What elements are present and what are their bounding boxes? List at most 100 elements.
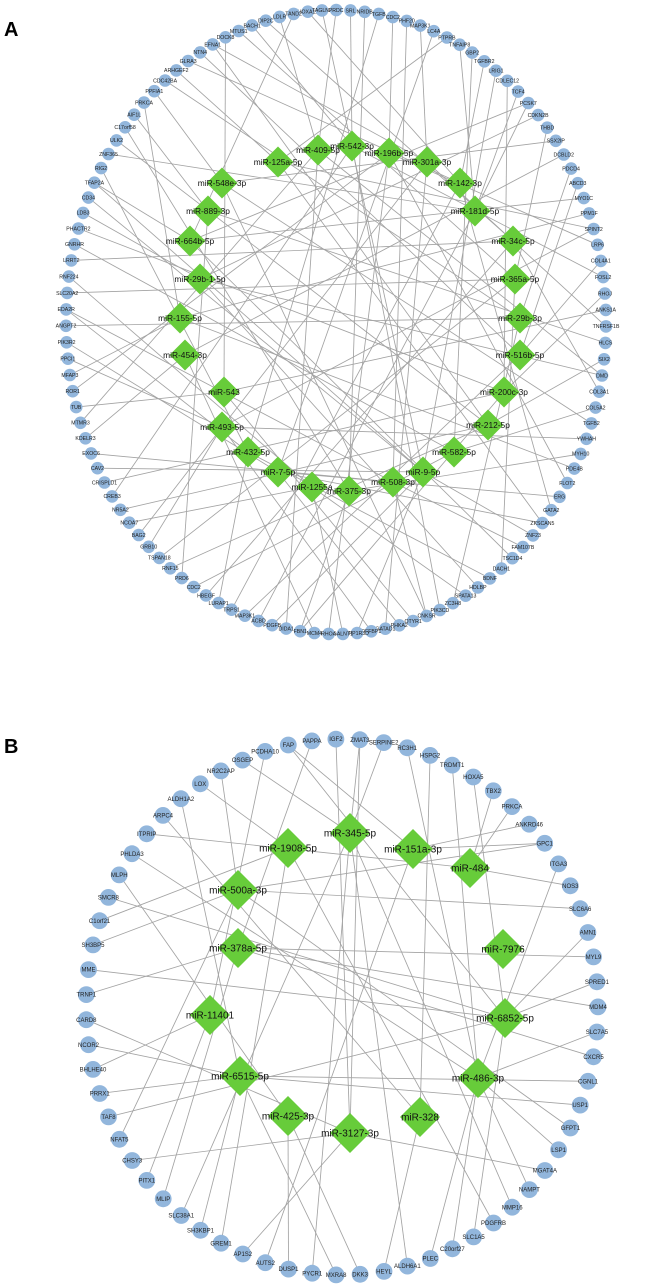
gene-label: LC4A bbox=[427, 29, 441, 35]
mirna-diamond bbox=[192, 195, 224, 227]
network-edge bbox=[207, 210, 606, 344]
gene-label: PLEC bbox=[422, 1257, 438, 1263]
network-edge bbox=[311, 832, 351, 1274]
gene-label: CDKN2B bbox=[528, 113, 550, 119]
gene-node-circle bbox=[588, 1023, 606, 1041]
gene-node-circle bbox=[585, 948, 602, 966]
gene-node-dock8: DOCK8 bbox=[217, 31, 235, 44]
gene-node-circle bbox=[598, 287, 612, 300]
network-edge bbox=[477, 1031, 598, 1079]
gene-node-slc20a2: SLC20A2 bbox=[56, 286, 78, 300]
gene-node-circle bbox=[181, 54, 195, 68]
mirna-node-mir-7976: miR-7976 bbox=[481, 929, 525, 969]
gene-node-ldlr: LDLR bbox=[273, 10, 286, 24]
gene-node-ankrd46: ANKRD46 bbox=[515, 815, 544, 833]
gene-label: TSC1D4 bbox=[502, 556, 522, 562]
gene-node-circle bbox=[80, 1036, 97, 1054]
gene-node-circle bbox=[273, 10, 286, 24]
mirna-diamond bbox=[373, 137, 405, 169]
gene-node-dkk3: DKK3 bbox=[351, 1265, 369, 1283]
network-edge bbox=[392, 481, 428, 617]
network-edge bbox=[328, 152, 390, 634]
gene-node-lrig1: LRIG1 bbox=[489, 64, 504, 77]
gene-node-thbd: THBD bbox=[540, 121, 555, 134]
network-edge bbox=[519, 168, 572, 319]
gene-node-circle bbox=[536, 834, 554, 852]
mirna-node-mir-196b-5p: miR-196b-5p bbox=[365, 137, 414, 169]
gene-node-circle bbox=[531, 108, 545, 122]
gene-node-tub: TUB bbox=[69, 400, 83, 414]
gene-node-arhgef2: ARHGEF2 bbox=[164, 64, 189, 77]
gene-node-kdelr3: KDELR3 bbox=[75, 432, 96, 445]
gene-node-circle bbox=[595, 369, 609, 382]
gene-node-fam107b: FAM107B bbox=[512, 540, 535, 554]
mirna-diamond bbox=[330, 813, 370, 853]
network-edge bbox=[85, 354, 186, 439]
network-edge bbox=[200, 783, 289, 849]
gene-node-circle bbox=[503, 1198, 521, 1216]
network-edge bbox=[162, 947, 239, 1199]
network-edge bbox=[356, 471, 424, 634]
gene-node-hspg2: HSPG2 bbox=[420, 747, 441, 764]
mirna-diamond bbox=[218, 870, 258, 910]
gene-label: MTMR3 bbox=[71, 421, 90, 427]
gene-node-circle bbox=[591, 238, 604, 252]
mirna-diamond bbox=[377, 466, 409, 498]
gene-node-circle bbox=[65, 254, 78, 267]
gene-node-circle bbox=[358, 5, 372, 19]
gene-node-ulk2: ULK2 bbox=[110, 134, 123, 147]
gene-label: NRIDB bbox=[357, 10, 374, 16]
network-edge bbox=[422, 471, 534, 536]
gene-node-circle bbox=[375, 734, 393, 751]
gene-node-circle bbox=[175, 571, 189, 585]
gene-node-rhoj: RHOJ bbox=[598, 287, 612, 300]
gene-node-ldb3: LDB3 bbox=[77, 206, 90, 220]
network-edge bbox=[383, 1116, 421, 1272]
network-edge bbox=[189, 197, 584, 242]
gene-label: PRRX1 bbox=[90, 1092, 111, 1098]
gene-label: SPRED1 bbox=[585, 980, 610, 986]
gene-node-otyr1: OTYR1 bbox=[404, 614, 422, 628]
gene-node-zmat3: ZMAT3 bbox=[350, 731, 370, 749]
network-edge bbox=[88, 969, 506, 1019]
network-edge bbox=[317, 149, 603, 376]
network-edge bbox=[184, 354, 315, 634]
network-edge bbox=[179, 212, 590, 319]
network-edge bbox=[69, 317, 181, 376]
gene-node-zc3h8: ZC3H8 bbox=[445, 596, 461, 610]
gene-node-trdmt1: TRDMT1 bbox=[440, 756, 465, 774]
gene-label: AMN1 bbox=[580, 931, 597, 937]
network-edge bbox=[237, 842, 545, 891]
gene-node-circle bbox=[561, 877, 579, 895]
gene-node-zkscan5: ZKSCAN5 bbox=[530, 516, 554, 530]
gene-node-ror1: ROR1 bbox=[65, 384, 80, 398]
mirna-diamond bbox=[499, 263, 531, 295]
network-edge bbox=[348, 11, 366, 492]
network-edge bbox=[67, 358, 223, 428]
gene-node-nr5a2: NR5A2 bbox=[112, 503, 129, 517]
mirna-diamond bbox=[458, 1058, 498, 1098]
gene-label: NAMPT bbox=[519, 1188, 540, 1194]
mirna-diamond bbox=[174, 225, 206, 257]
gene-node-bach1: BACH1 bbox=[243, 19, 261, 32]
network-edge bbox=[108, 896, 506, 1019]
gene-label: PPP1R3D bbox=[345, 631, 369, 637]
gene-label: TGFBR2 bbox=[474, 59, 495, 65]
gene-label: ABCD3 bbox=[569, 181, 586, 187]
mirna-label: miR-454-3p bbox=[163, 350, 207, 360]
gene-node-cdc2: CDC2 bbox=[187, 580, 201, 594]
gene-node-tagln2: TAGLN2 bbox=[312, 4, 332, 17]
mirna-node-mir-3127-3p: miR-3127-3p bbox=[321, 1113, 379, 1153]
gene-node-circle bbox=[172, 1207, 190, 1224]
gene-node-circle bbox=[287, 7, 300, 21]
gene-node-circle bbox=[279, 736, 297, 754]
network-edge bbox=[277, 471, 543, 524]
gene-node-phf20: PHF20 bbox=[399, 14, 415, 28]
network-edge bbox=[392, 20, 408, 483]
gene-label: BACH1 bbox=[243, 23, 260, 29]
gene-node-phlda3: PHLDA3 bbox=[120, 845, 144, 863]
gene-node-circle bbox=[585, 417, 598, 430]
gene-label: ROR1 bbox=[65, 389, 80, 395]
gene-node-srl: SRL bbox=[344, 4, 357, 17]
mirna-diamond bbox=[164, 302, 196, 334]
